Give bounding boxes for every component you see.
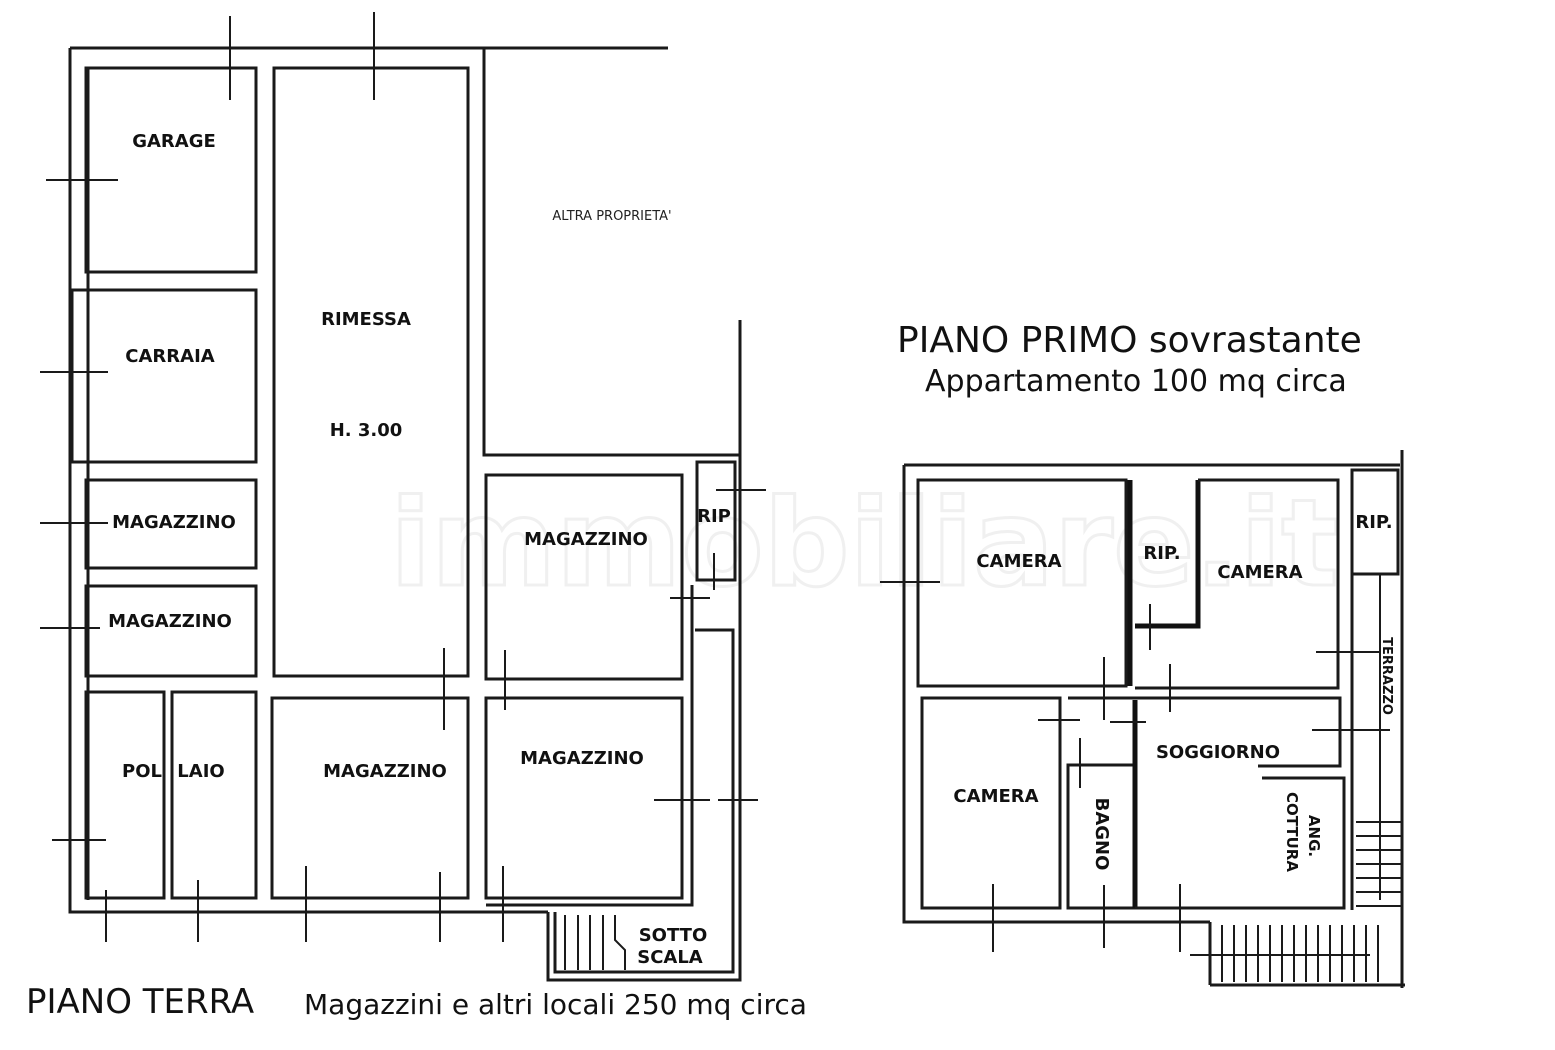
room-carraia: CARRAIA [125,346,214,367]
first-floor-title: PIANO PRIMO sovrastante [897,320,1362,361]
ground-floor-subtitle: Magazzini e altri locali 250 mq circa [304,988,807,1021]
room-rimessa-height: H. 3.00 [330,420,403,441]
first-floor-subtitle: Appartamento 100 mq circa [925,364,1347,399]
room-rip: RIP [697,506,731,527]
room-pollaio-right: LAIO [177,761,224,782]
room-magazzino-3: MAGAZZINO [323,761,447,782]
room-garage: GARAGE [132,131,216,152]
room-camera-3: CAMERA [953,786,1038,807]
room-rimessa: RIMESSA [321,309,411,330]
neighbor-property-label: ALTRA PROPRIETA' [552,209,671,224]
room-magazzino-5: MAGAZZINO [520,748,644,769]
room-camera-1: CAMERA [976,551,1061,572]
room-cottura: COTTURA [1283,792,1301,872]
room-soggiorno: SOGGIORNO [1156,742,1280,763]
room-camera-2: CAMERA [1217,562,1302,583]
room-pollaio-left: POL [122,761,162,782]
room-rip-1: RIP. [1143,543,1180,564]
terrace-label: TERRAZZO [1379,637,1394,715]
room-sotto: SOTTO [639,925,708,946]
room-magazzino-1: MAGAZZINO [112,512,236,533]
room-scala: SCALA [637,947,703,968]
room-magazzino-4: MAGAZZINO [524,529,648,550]
ground-floor-title: PIANO TERRA [26,982,255,1022]
room-rip-2: RIP. [1355,512,1392,533]
ground-floor-plan: GARAGE RIMESSA H. 3.00 CARRAIA MAGAZZINO… [40,12,766,982]
room-bagno: BAGNO [1091,798,1112,871]
room-ang: ANG. [1305,815,1323,857]
room-magazzino-2: MAGAZZINO [108,611,232,632]
first-floor-plan: CAMERA RIP. CAMERA RIP. CAMERA SOGGIORNO… [880,450,1405,988]
watermark: immobiliare.it [390,475,1339,614]
stairs-icon [1208,821,1405,987]
